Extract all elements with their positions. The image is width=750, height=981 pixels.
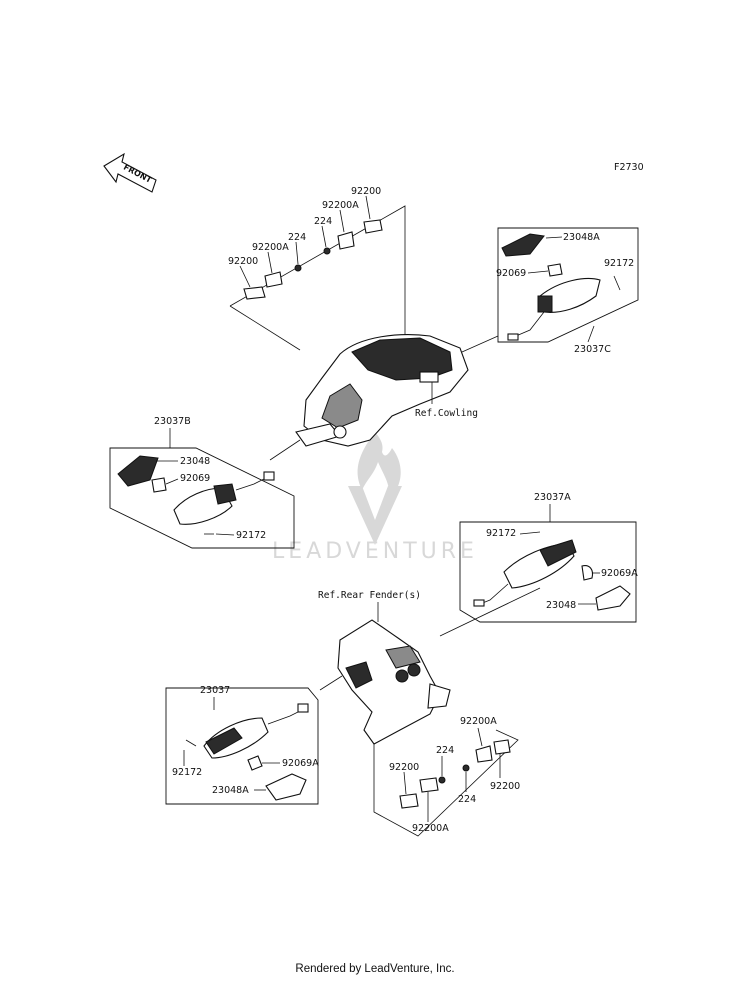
label-front-bracket-d: 92200 xyxy=(351,186,381,197)
label-rear-bracket-c: 92200A xyxy=(460,716,497,727)
front-left-signal: 23037B 23048 92069 92172 xyxy=(109,416,295,549)
front-left-lens-shape xyxy=(117,455,159,487)
rear-left-bulb-shape xyxy=(247,755,263,771)
label-front-right-screw: 92172 xyxy=(604,258,634,269)
label-front-right-bulb: 92069 xyxy=(496,268,526,279)
rear-bracket-plate-b xyxy=(419,777,439,793)
label-rear-right-assembly: 23037A xyxy=(534,492,571,503)
front-bracket-plate-b xyxy=(264,271,283,288)
rear-left-lens-shape xyxy=(265,773,307,801)
front-right-lens-shape xyxy=(501,233,545,257)
front-direction-arrow: FRONT xyxy=(103,152,157,193)
rear-right-lens-shape xyxy=(595,585,631,611)
front-left-bulb-shape xyxy=(151,477,167,493)
leadventure-watermark: LEADVENTURE xyxy=(272,432,478,564)
label-rear-left-screw: 92172 xyxy=(172,767,202,778)
rear-nut-a-shape xyxy=(438,776,446,784)
label-rear-nut-a: 224 xyxy=(436,745,454,756)
front-bracket-plate-d xyxy=(363,219,383,234)
label-rear-left-lens: 23048A xyxy=(212,785,249,796)
front-bracket-plate-a xyxy=(243,286,266,300)
label-front-nut-b: 224 xyxy=(314,216,332,227)
label-rear-bracket-a: 92200 xyxy=(389,762,419,773)
label-front-left-bulb: 92069 xyxy=(180,473,210,484)
label-rear-right-screw: 92172 xyxy=(486,528,516,539)
front-right-housing-shape xyxy=(539,278,601,313)
label-front-right-assembly: 23037C xyxy=(574,344,611,355)
front-bracket-plate-c xyxy=(337,231,355,250)
rear-right-bulb-shape xyxy=(581,565,594,581)
front-nut-b-shape xyxy=(323,247,331,255)
label-front-bracket-c: 92200A xyxy=(322,200,359,211)
rear-bracket-group: 92200 224 92200A 92200A 224 92200 xyxy=(373,716,520,837)
front-nut-a-shape xyxy=(294,264,302,272)
rear-bracket-plate-d xyxy=(493,739,511,755)
footer-credit: Rendered by LeadVenture, Inc. xyxy=(295,963,455,975)
ref-rear-fender: Ref.Rear Fender(s) xyxy=(318,590,421,601)
watermark-text: LEADVENTURE xyxy=(272,539,478,564)
rear-bracket-plate-a xyxy=(399,793,419,809)
label-rear-right-lens: 23048 xyxy=(546,600,576,611)
label-front-left-screw: 92172 xyxy=(236,530,266,541)
diagram-code: F2730 xyxy=(614,162,644,173)
label-rear-left-bulb: 92069A xyxy=(282,758,319,769)
label-front-left-lens: 23048 xyxy=(180,456,210,467)
label-rear-bracket-b: 92200A xyxy=(412,823,449,834)
rear-bracket-plate-c xyxy=(475,745,493,763)
front-right-bulb-shape xyxy=(547,263,563,277)
cowling-stay: Ref.Cowling xyxy=(269,334,499,461)
label-front-right-lens: 23048A xyxy=(563,232,600,243)
label-rear-bracket-d: 92200 xyxy=(490,781,520,792)
label-front-bracket-b: 92200A xyxy=(252,242,289,253)
label-front-bracket-a: 92200 xyxy=(228,256,258,267)
front-bracket-group: 92200 92200A 224 224 92200A 92200 xyxy=(228,186,406,351)
rear-fender-bracket: Ref.Rear Fender(s) xyxy=(318,587,541,745)
label-rear-right-bulb: 92069A xyxy=(601,568,638,579)
label-front-left-assembly: 23037B xyxy=(154,416,191,427)
label-rear-nut-b: 224 xyxy=(458,794,476,805)
rear-right-signal: 23037A 92172 92069A 23048 xyxy=(459,492,638,623)
rear-nut-b-shape xyxy=(462,764,470,772)
label-rear-left-assembly: 23037 xyxy=(200,685,230,696)
front-right-signal: 23048A 92069 92172 23037C xyxy=(496,227,639,355)
ref-cowling: Ref.Cowling xyxy=(415,408,478,419)
rear-left-signal: 23037 92172 92069A 23048A xyxy=(165,685,319,805)
label-front-nut-a: 224 xyxy=(288,232,306,243)
